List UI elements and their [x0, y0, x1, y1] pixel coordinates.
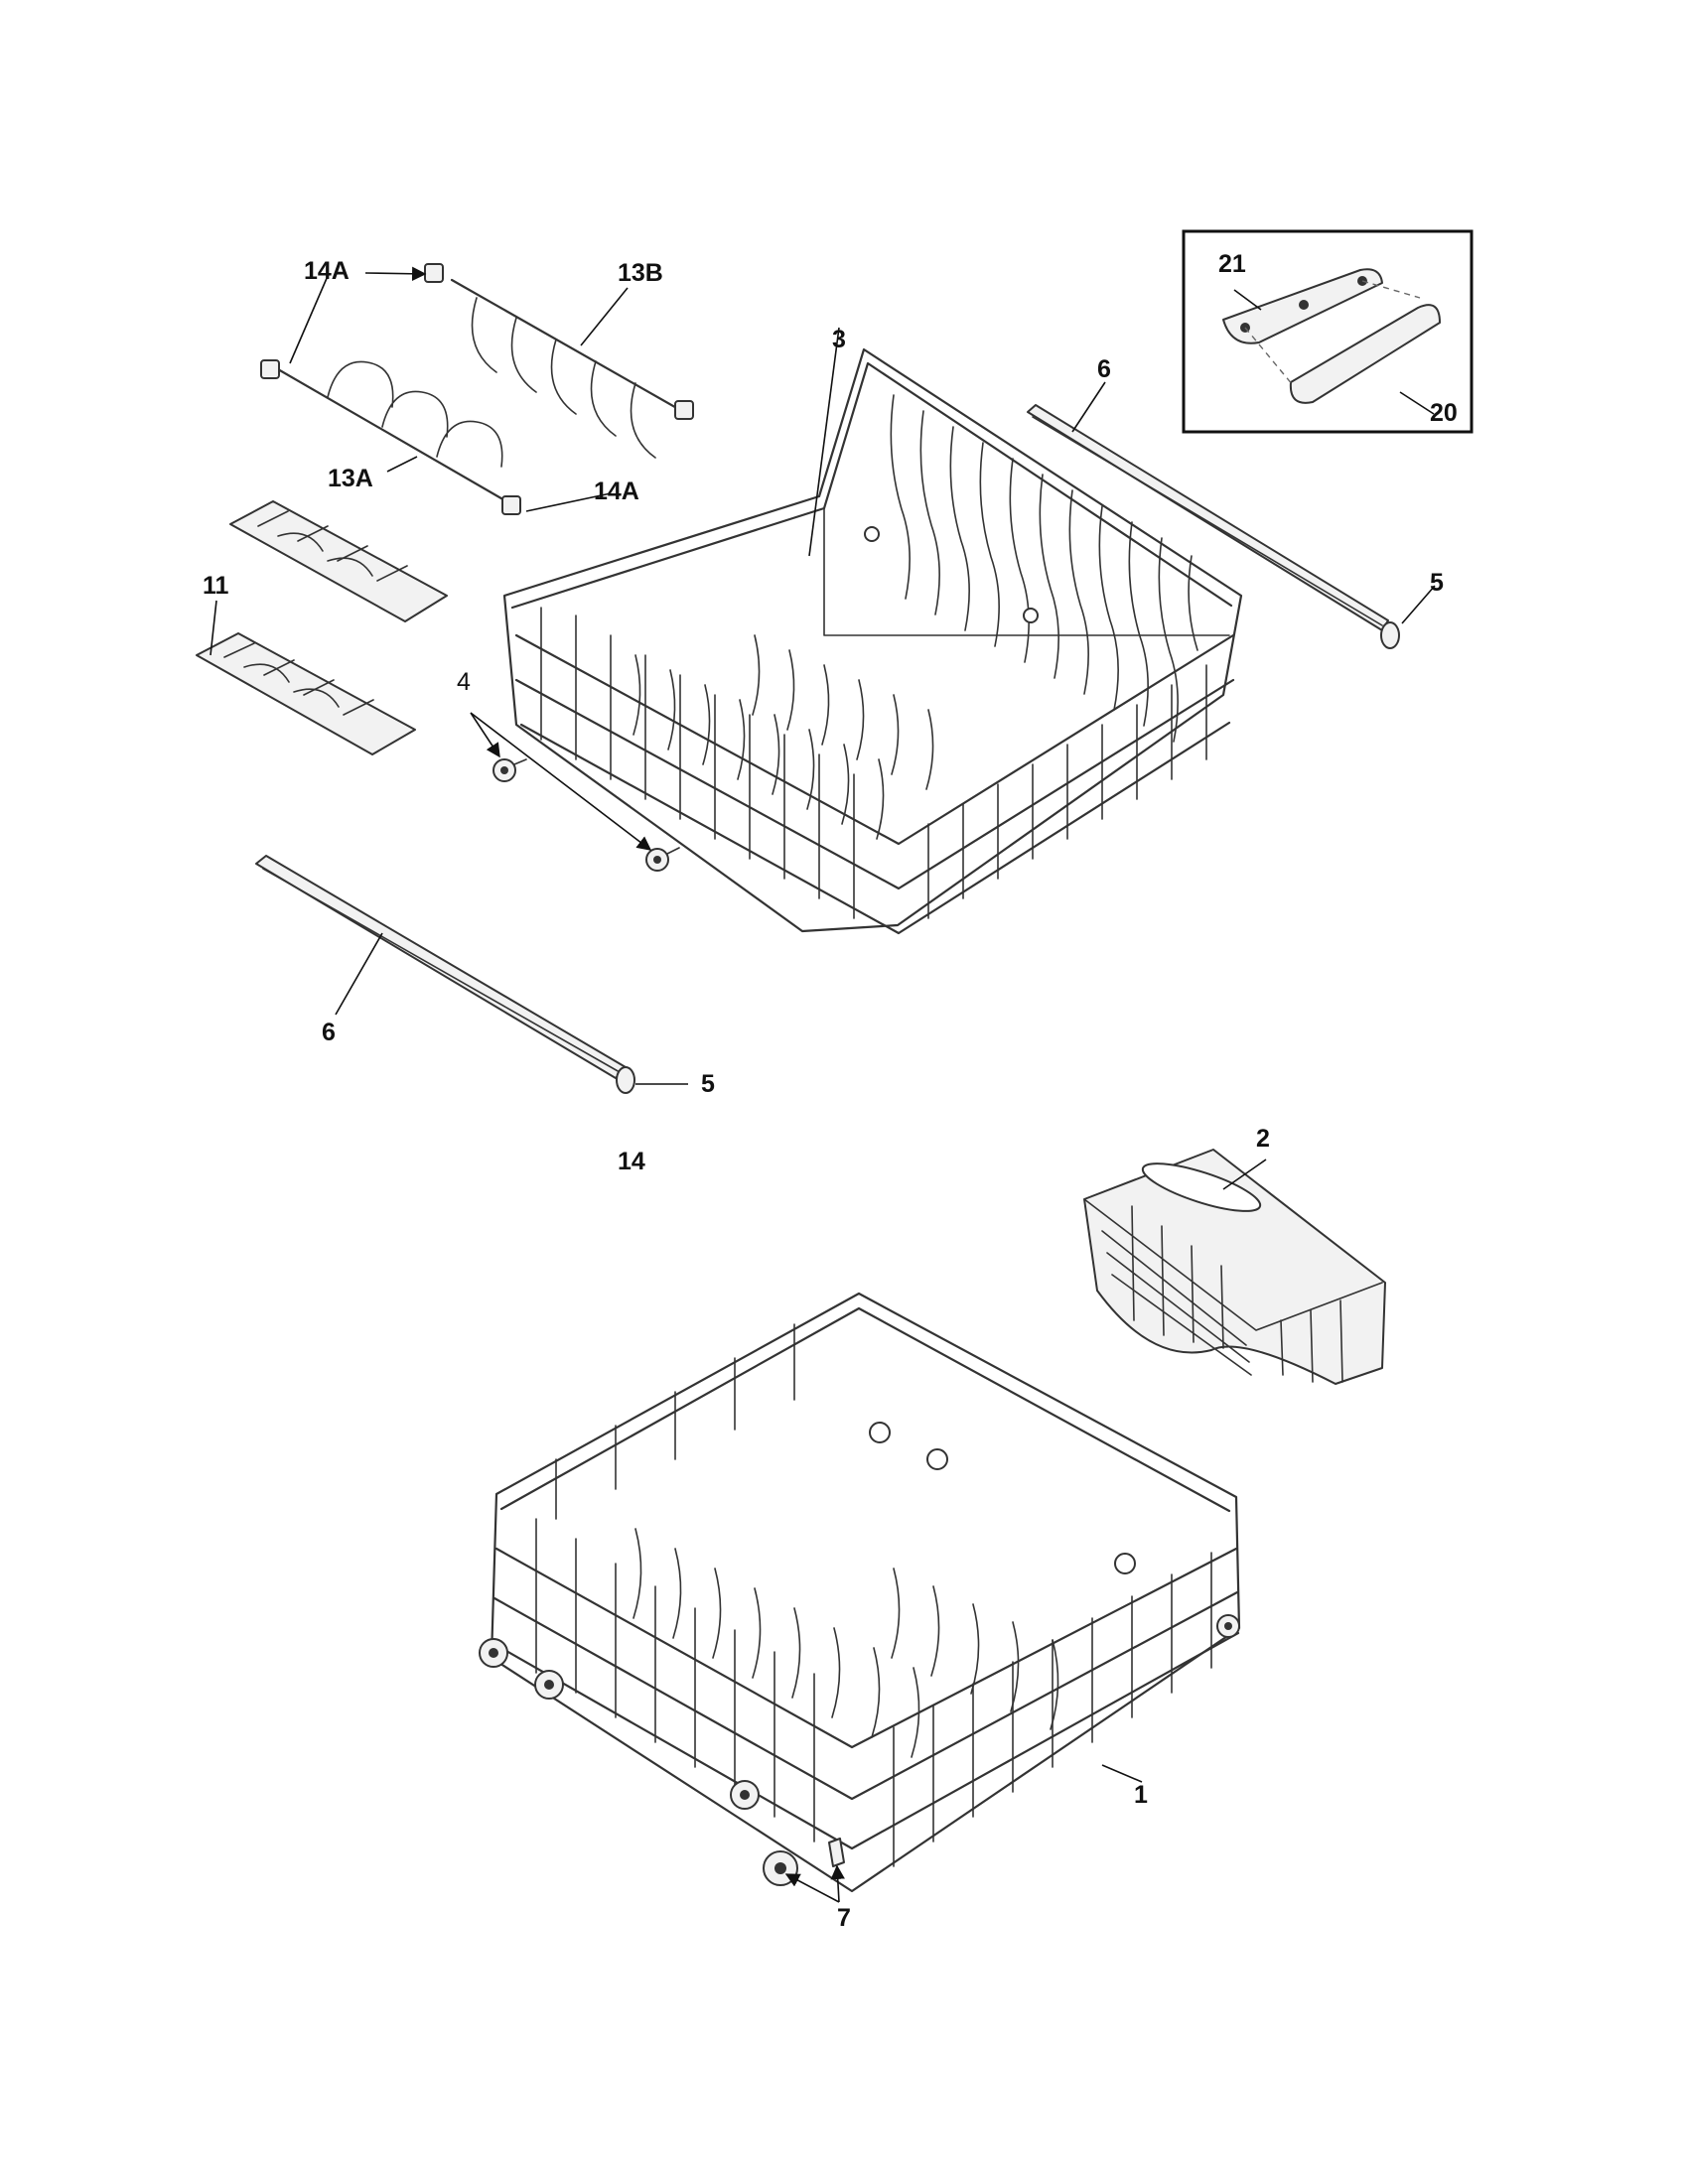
- callout-14a-mid: 14A: [594, 478, 639, 505]
- rack-wheels-upper: [492, 758, 680, 872]
- rail-top: [1027, 404, 1389, 631]
- callout-13a: 13A: [328, 465, 373, 492]
- callout-4: 4: [457, 668, 471, 696]
- clip-14a: [260, 263, 694, 515]
- end-cap-bottom: [616, 1066, 635, 1094]
- callout-labels: 14A 13B 3 6 21 20 13A 14A 11 5 4 6 5 14 …: [203, 250, 1458, 1932]
- callout-21: 21: [1218, 250, 1246, 278]
- callout-13b: 13B: [618, 259, 663, 287]
- shelf-wire-13b: [450, 278, 682, 459]
- upper-rack: [502, 347, 1243, 935]
- callout-2: 2: [1256, 1125, 1270, 1153]
- callout-6-bottom: 6: [322, 1019, 336, 1046]
- callout-5-top: 5: [1430, 569, 1444, 597]
- callout-7: 7: [837, 1904, 851, 1932]
- callout-11: 11: [203, 572, 229, 600]
- shelf-insert-bottom: [196, 632, 416, 755]
- callout-1: 1: [1134, 1781, 1148, 1809]
- end-cap-top: [1380, 621, 1400, 649]
- shelf-insert-top: [229, 500, 448, 622]
- leader-lines: [210, 266, 1436, 1903]
- shelf-wire-13a: [276, 360, 508, 503]
- callout-20: 20: [1430, 399, 1458, 427]
- lower-rack: [490, 1292, 1241, 1893]
- callout-6-top: 6: [1097, 355, 1111, 383]
- rail-bottom: [255, 855, 627, 1079]
- silverware-basket: [1083, 1149, 1386, 1385]
- callout-5-bottom: 5: [701, 1070, 715, 1098]
- callout-3: 3: [832, 326, 846, 353]
- callout-14: 14: [618, 1148, 645, 1175]
- inset-box: [1182, 229, 1474, 434]
- callout-14a-top: 14A: [304, 257, 350, 285]
